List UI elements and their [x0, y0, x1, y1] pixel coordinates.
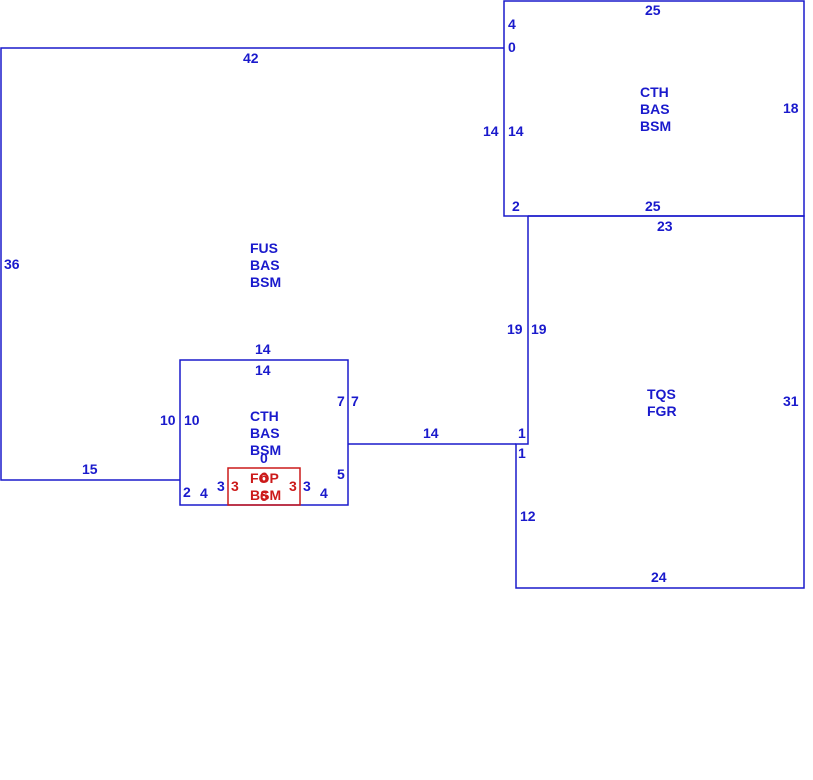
dim-inner-left-a: 10 [160, 412, 176, 428]
label-small-1: FOP [250, 470, 279, 486]
area-main-outline [0, 47, 504, 481]
label-main-2: BAS [250, 257, 280, 273]
dim-inner-bottom-right-b: 4 [320, 485, 328, 501]
area-lower-right-outline [515, 215, 805, 589]
dim-inner-bottom-left-c: 3 [217, 478, 225, 494]
label-inner-1: CTH [250, 408, 279, 424]
label-lower-right-2: FGR [647, 403, 677, 419]
dim-lr-top: 23 [657, 218, 673, 234]
dim-inner-bottom-left-a: 2 [183, 484, 191, 500]
dim-lr-step-b: 1 [518, 445, 526, 461]
dim-ur-left-b: 14 [508, 123, 524, 139]
dim-inner-bottom-left-b: 4 [200, 485, 208, 501]
label-inner-3: BSM [250, 442, 281, 458]
dim-lr-left-b: 19 [531, 321, 547, 337]
dim-lr-step-a: 1 [518, 425, 526, 441]
dim-inner-top-b: 14 [255, 362, 271, 378]
label-small-2: BSM [250, 487, 281, 503]
dim-ur-bottom: 25 [645, 198, 661, 214]
dimension-labels: 25 4 0 18 14 14 2 25 42 36 15 23 19 19 3… [4, 2, 799, 585]
dim-ur-right: 18 [783, 100, 799, 116]
area-labels: CTH BAS BSM FUS BAS BSM CTH BAS BSM TQS … [250, 84, 677, 503]
dim-main-left: 36 [4, 256, 20, 272]
dim-inner-right-a: 7 [337, 393, 345, 409]
dim-inner-right-lower: 5 [337, 466, 345, 482]
dim-inner-top-a: 14 [255, 341, 271, 357]
dim-inner-left-b: 10 [184, 412, 200, 428]
dim-lr-left-a: 19 [507, 321, 523, 337]
dim-ur-left-a: 14 [483, 123, 499, 139]
dim-small-left: 3 [231, 478, 239, 494]
dim-small-bottom: 6 [260, 488, 268, 504]
label-inner-2: BAS [250, 425, 280, 441]
label-main-3: BSM [250, 274, 281, 290]
dim-small-top: 6 [260, 469, 268, 485]
dim-main-top: 42 [243, 50, 259, 66]
label-lower-right-1: TQS [647, 386, 676, 402]
dim-lr-left-lower: 12 [520, 508, 536, 524]
dim-lr-bottom: 24 [651, 569, 667, 585]
label-upper-right-3: BSM [640, 118, 671, 134]
outlines [0, 0, 805, 589]
dim-ur-bottom-left: 2 [512, 198, 520, 214]
label-upper-right-1: CTH [640, 84, 669, 100]
dim-inner-zero: 0 [260, 450, 268, 466]
label-main-1: FUS [250, 240, 278, 256]
dim-ur-left-top: 4 [508, 16, 516, 32]
area-small-outline [227, 467, 301, 506]
dim-main-bottom: 15 [82, 461, 98, 477]
dim-small-right: 3 [289, 478, 297, 494]
dim-lr-right: 31 [783, 393, 799, 409]
dim-inner-right-b: 7 [351, 393, 359, 409]
label-upper-right-2: BAS [640, 101, 670, 117]
dim-ur-top: 25 [645, 2, 661, 18]
dim-connector: 14 [423, 425, 439, 441]
dim-ur-left-zero: 0 [508, 39, 516, 55]
dim-inner-bottom-right-c: 3 [303, 478, 311, 494]
